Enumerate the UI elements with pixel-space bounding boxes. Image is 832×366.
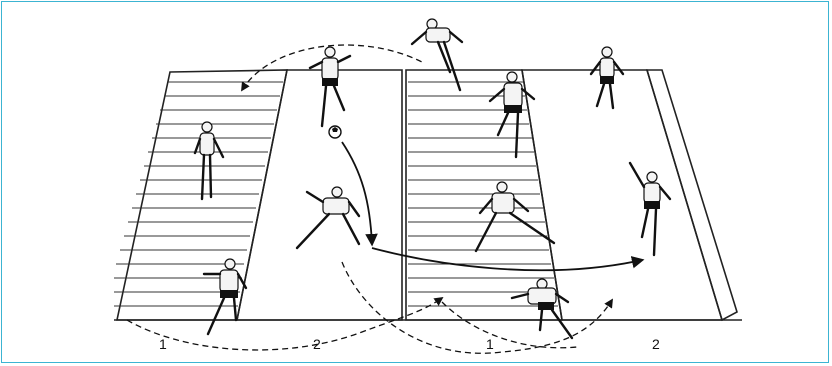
left-court (114, 70, 402, 320)
ball-drop-path (342, 142, 372, 244)
loop-path (442, 302, 577, 348)
right-run-path (342, 262, 612, 353)
player-figure (512, 279, 572, 338)
player-figure (630, 163, 670, 255)
ball-cross-path (372, 248, 642, 270)
zone-label-1-right: 1 (486, 336, 494, 352)
player-figure (310, 47, 350, 126)
player-figure (204, 259, 246, 334)
right-hatched-zone (408, 82, 558, 306)
right-court (406, 70, 737, 320)
player-figure (195, 122, 223, 199)
zone-label-2-left: 2 (313, 336, 321, 352)
player-figure (297, 187, 359, 248)
zone-label-2-right: 2 (652, 336, 660, 352)
player-figure (490, 72, 534, 157)
player-figure (412, 19, 462, 90)
soccer-ball-icon (329, 126, 341, 138)
zone-label-1-left: 1 (159, 336, 167, 352)
left-hatched-zone (114, 82, 283, 306)
player-figure (591, 47, 623, 108)
